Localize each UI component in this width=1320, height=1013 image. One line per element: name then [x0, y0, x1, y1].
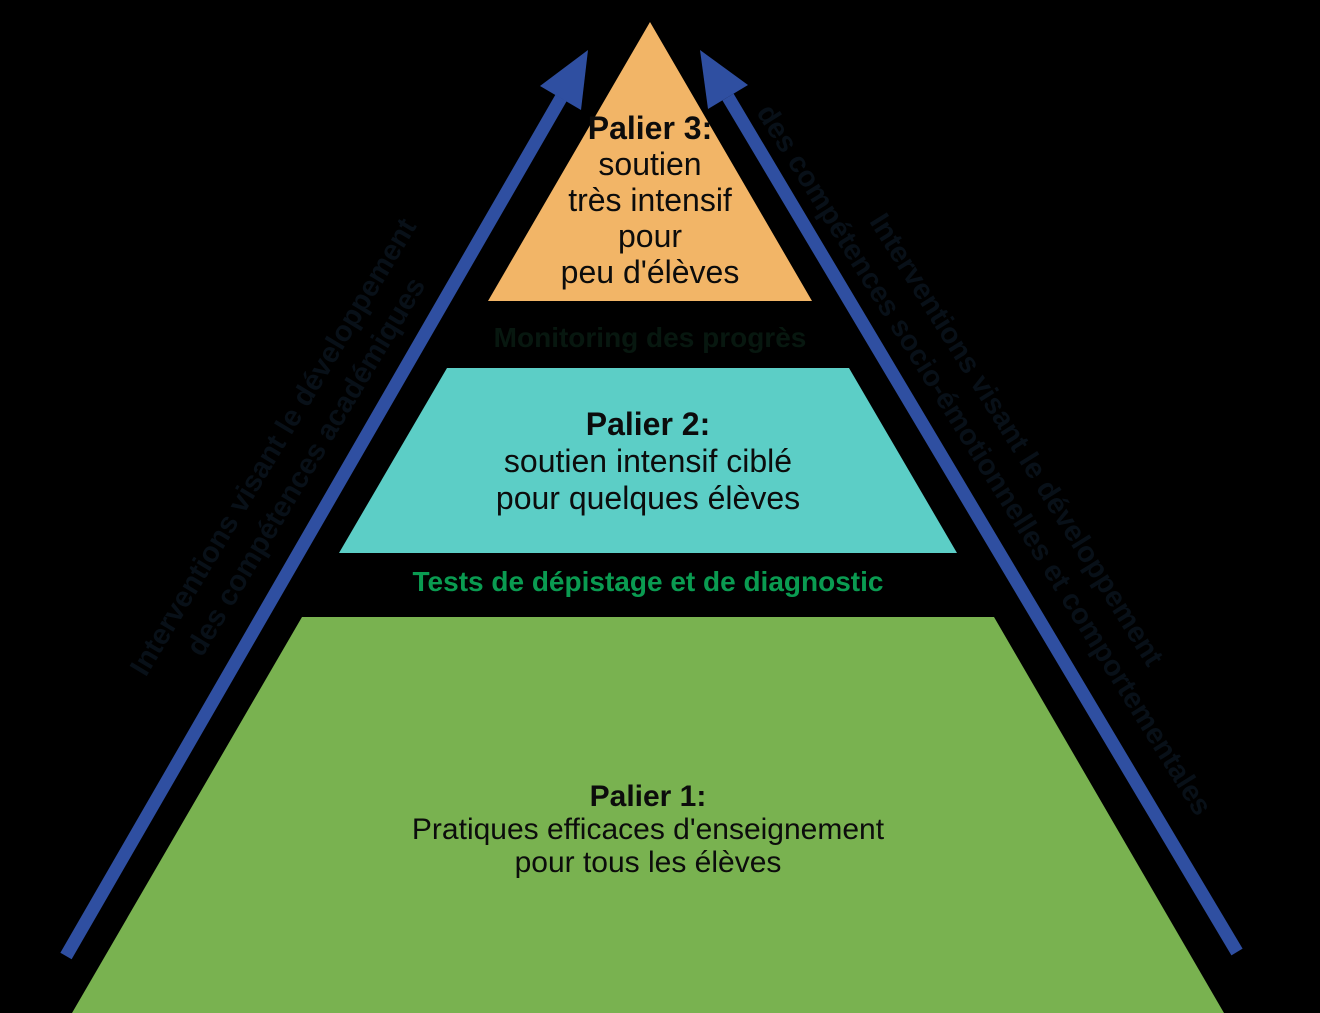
tier1-line: Pratiques efficaces d'enseignement	[411, 813, 885, 846]
left-arrow-shaft	[60, 94, 567, 960]
tier3-title: Palier 3:	[587, 110, 713, 146]
tier3-line: soutien	[598, 146, 702, 182]
tier1-text-block: Palier 1: Pratiques efficaces d'enseigne…	[298, 780, 998, 879]
tier2-line: soutien intensif ciblé	[503, 443, 793, 479]
tier1-shape	[72, 617, 1224, 1013]
tier2-line: pour quelques élèves	[495, 480, 801, 516]
tier3-text-block: Palier 3: soutien très intensif pour peu…	[440, 110, 860, 290]
tier3-line: pour	[617, 218, 683, 254]
right-arrow-head-icon	[700, 50, 748, 109]
tier2-shape	[339, 368, 957, 553]
tier2-title: Palier 2:	[585, 406, 711, 442]
right-arrow	[700, 50, 1243, 956]
tier1-line: pour tous les élèves	[514, 846, 782, 879]
left-arrow	[60, 50, 588, 960]
tier1-title: Palier 1:	[589, 780, 707, 813]
tier2-text-block: Palier 2: soutien intensif ciblé pour qu…	[368, 406, 928, 517]
right-arrow-shaft	[722, 93, 1243, 956]
left-arrow-head-icon	[540, 50, 588, 110]
tier3-line: très intensif	[568, 182, 732, 218]
tier3-line: peu d'élèves	[560, 254, 740, 290]
tier3-shape	[488, 22, 812, 301]
screening-tests-label: Tests de dépistage et de diagnostic	[412, 566, 884, 597]
progress-monitoring-label: Monitoring des progrès	[493, 322, 807, 353]
